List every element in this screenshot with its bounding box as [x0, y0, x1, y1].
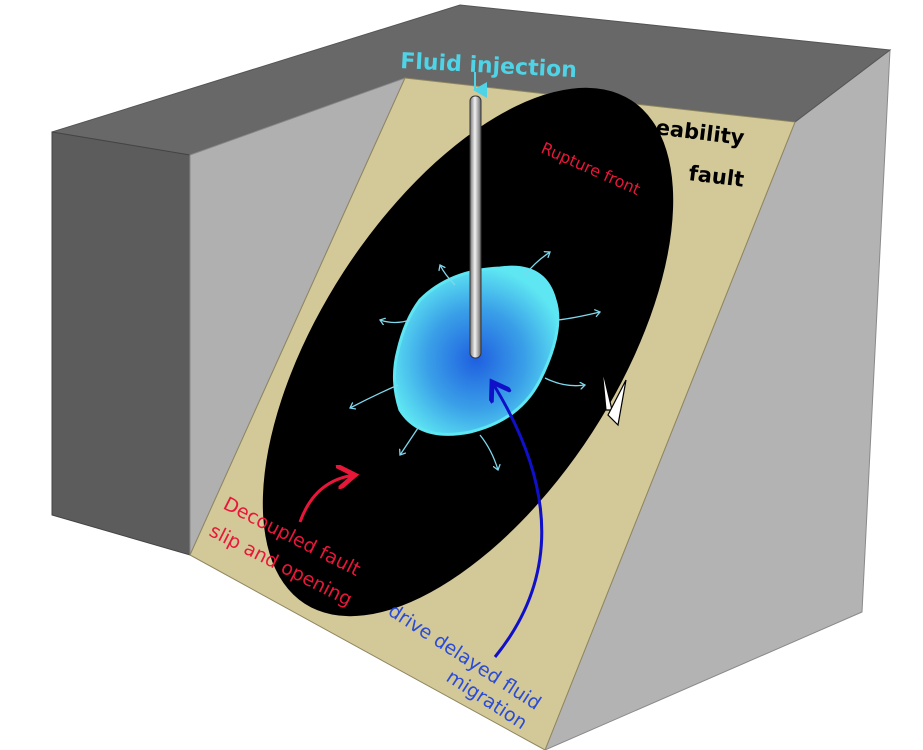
slip-sense-arrows — [601, 367, 627, 427]
block-left-front-face — [51, 131, 191, 556]
decoupled-arrow — [298, 475, 355, 523]
drive-arrow — [492, 382, 544, 658]
rupture-propagation-arrows — [350, 252, 600, 470]
injection-well — [469, 95, 482, 359]
